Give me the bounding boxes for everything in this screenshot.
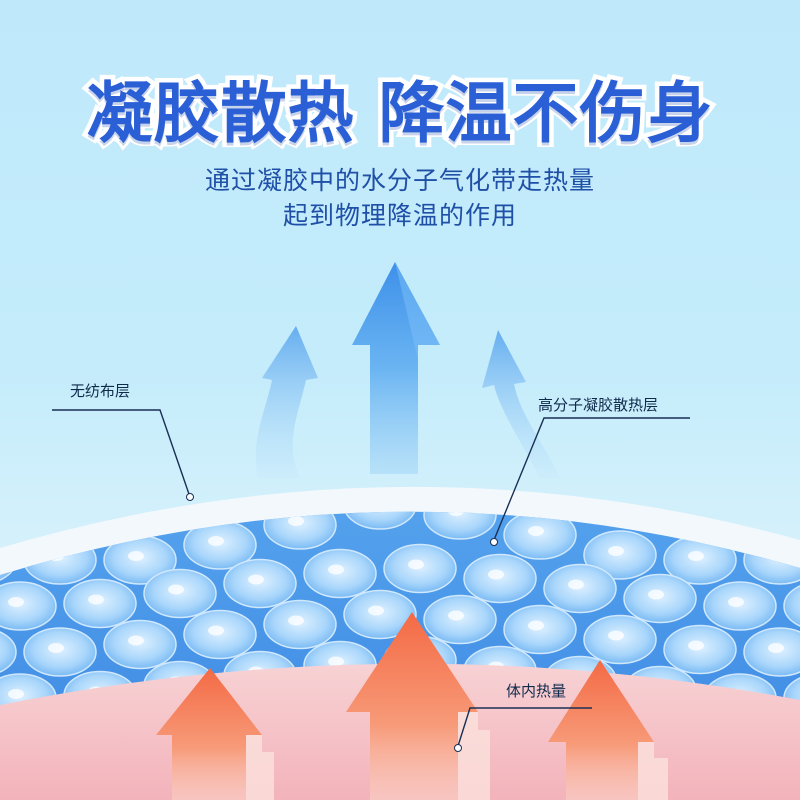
gel-bubble-highlight: [528, 526, 544, 536]
gel-bubble-highlight: [768, 643, 784, 653]
gel-bubble-highlight: [88, 594, 104, 605]
subtitle-line-2: 起到物理降温的作用: [282, 201, 517, 230]
nonwoven-callout-dot: [186, 493, 194, 501]
gel-bubble-highlight: [8, 689, 24, 699]
gel-bubble: [343, 511, 417, 530]
gel-bubble-highlight: [8, 597, 24, 607]
gel-bubble-highlight: [208, 536, 224, 546]
gel-bubble-highlight: [568, 579, 584, 590]
gel-bubble-highlight: [608, 546, 624, 556]
gel-bubble-highlight: [48, 643, 64, 653]
gel-bubble-highlight: [688, 640, 704, 651]
gel-bubble-highlight: [288, 516, 304, 526]
cool-arrow-left-icon: [255, 326, 318, 478]
gel-bubble-highlight: [408, 559, 424, 570]
gel-bubble: [783, 581, 800, 631]
headline: 凝胶散热 降温不伤身: [82, 71, 717, 157]
heat-callout-dot: [454, 744, 462, 752]
gel-bubble-highlight: [608, 630, 624, 641]
gel-bubble-highlight: [328, 656, 344, 667]
gel-bubble-highlight: [128, 635, 144, 646]
gel-bubble-highlight: [168, 584, 184, 595]
gel-bubble-highlight: [288, 615, 304, 626]
gel-bubble-highlight: [448, 610, 464, 621]
gel-bubble-highlight: [208, 625, 224, 636]
label-body-heat: 体内热量: [506, 682, 567, 700]
subtitle-line-1: 通过凝胶中的水分子气化带走热量: [204, 166, 595, 195]
label-nonwoven-layer: 无纺布层: [70, 382, 131, 400]
gel-bubble-highlight: [488, 569, 504, 580]
gel-bubble-highlight: [128, 551, 144, 561]
gel-bubble: [0, 627, 17, 677]
label-gel-layer: 高分子凝胶散热层: [538, 396, 659, 414]
cool-arrow-center-icon: [352, 262, 440, 474]
gel-bubble-highlight: [688, 551, 704, 561]
heat-arrow-center-icon: [346, 612, 490, 800]
heat-arrow-right-icon: [548, 660, 668, 800]
cool-arrow-right-icon: [482, 330, 560, 478]
gel-bubble-highlight: [448, 511, 464, 516]
callout-lines: [52, 409, 690, 747]
gel-bubble-highlight: [528, 620, 544, 631]
gel-bubble-highlight: [328, 564, 344, 575]
gel-callout-dot: [490, 538, 498, 546]
nonwoven-layer: [0, 486, 800, 582]
heat-arrow-left-icon: [156, 668, 274, 800]
gel-bubble-highlight: [648, 589, 664, 600]
gel-bubble-highlight: [248, 574, 264, 585]
gel-bubble-highlight: [728, 597, 744, 607]
gel-bubble-highlight: [368, 605, 384, 616]
